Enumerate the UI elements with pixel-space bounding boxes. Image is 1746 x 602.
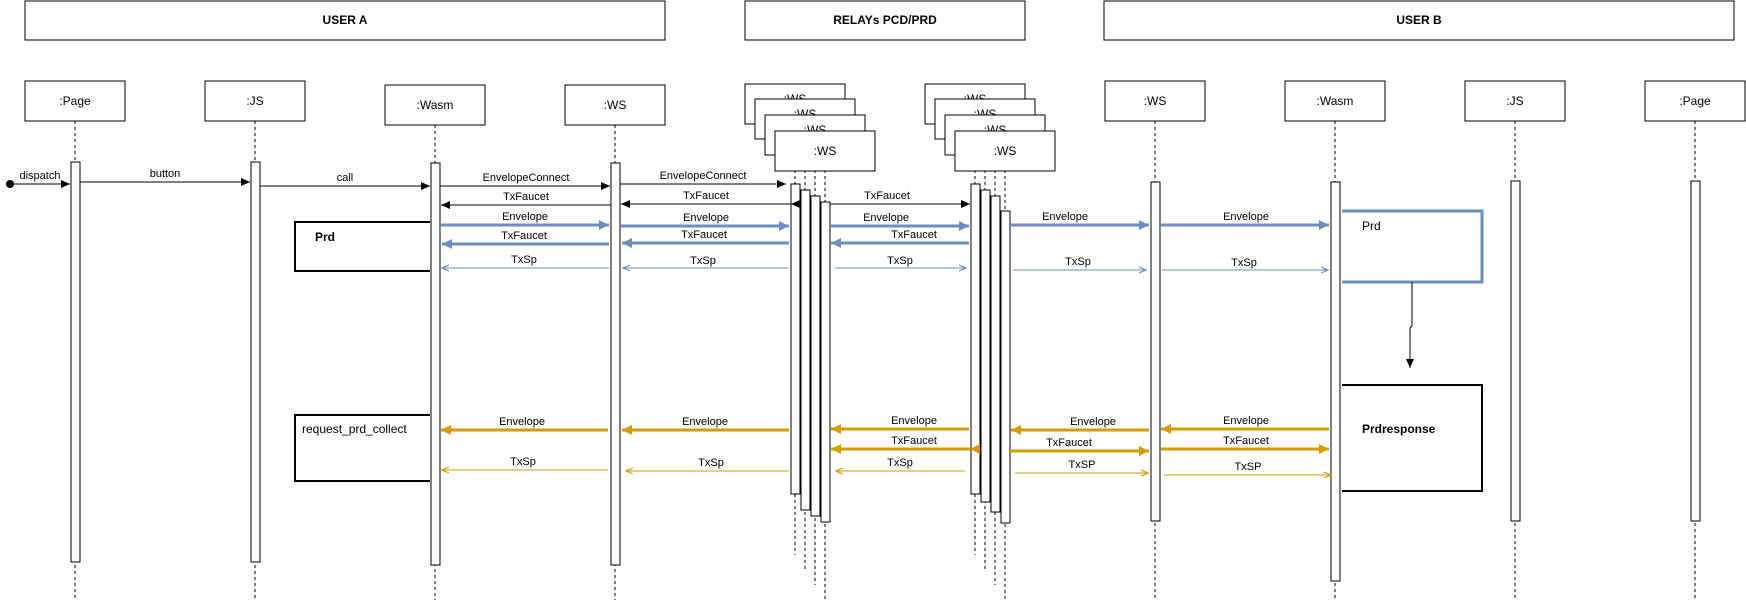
activation-js-b: [1510, 180, 1521, 522]
note-prd-a-label: Prd: [315, 230, 335, 244]
msg-txsp-blue-3-label: TxSp: [887, 255, 913, 267]
msg-txsp-orange-2-label: TxSp: [698, 457, 724, 469]
group-relays: RELAYs PCD/PRD: [744, 0, 1026, 41]
participant-wasm-b-label: :Wasm: [1317, 94, 1354, 108]
msg-txsp-blue-5-label: TxSp: [1231, 257, 1257, 269]
msg-txfaucet-black-1-label: TxFaucet: [503, 191, 549, 203]
group-relays-label: RELAYs PCD/PRD: [833, 13, 937, 27]
participant-page-a: :Page: [24, 80, 126, 122]
msg-button-label: button: [150, 168, 181, 180]
relay-stack-1-label-4: :WS: [814, 144, 837, 158]
msg-txfaucet-blue-3-label: TxFaucet: [891, 229, 937, 241]
blue-messages: Envelope Envelope Envelope Envelope Enve…: [441, 211, 1329, 270]
msg-txsp-blue-4-label: TxSp: [1065, 256, 1091, 268]
activation-relay2-c: [990, 195, 1001, 513]
participant-page-b: :Page: [1644, 80, 1746, 122]
msg-txsp-blue-1-label: TxSp: [511, 254, 537, 266]
activation-js-a: [250, 161, 261, 563]
activation-relay2-d: [1000, 210, 1011, 524]
group-user-b: USER B: [1103, 0, 1735, 41]
participant-ws-a-label: :WS: [604, 98, 627, 112]
participant-wasm-a: :Wasm: [384, 84, 486, 126]
activation-page-b: [1690, 180, 1701, 522]
msg-txfaucet-blue-2-label: TxFaucet: [681, 229, 727, 241]
relay-stack-2-label-4: :WS: [994, 144, 1017, 158]
relay-stack-2: :WS :WS :WS :WS: [924, 83, 1056, 172]
msg-envelope-orange-5-label: Envelope: [1223, 415, 1269, 427]
participant-wasm-b: :Wasm: [1284, 80, 1386, 122]
msg-call-label: call: [337, 172, 354, 184]
note-prdresponse-label: Prdresponse: [1362, 422, 1436, 436]
note-prdresponse: Prdresponse: [1342, 384, 1483, 492]
participant-page-a-label: :Page: [59, 94, 91, 108]
activation-relay1-a: [790, 183, 801, 495]
msg-envelope-blue-4-label: Envelope: [1042, 211, 1088, 223]
msg-txfaucet-black-3-label: TxFaucet: [864, 190, 910, 202]
activation-wasm-b: [1330, 181, 1341, 582]
activation-relay1-d: [820, 201, 831, 523]
note-prd-b-label: Prd: [1362, 219, 1381, 233]
msg-txsp-orange-3-label: TxSp: [887, 457, 913, 469]
note-connector: [1406, 282, 1414, 368]
note-prd-b: Prd: [1342, 209, 1484, 284]
msg-envelope-connect-2-label: EnvelopeConnect: [660, 170, 747, 182]
msg-envelope-blue-2-label: Envelope: [683, 212, 729, 224]
msg-txsp-orange-1-label: TxSp: [510, 456, 536, 468]
msg-dispatch-label: dispatch: [20, 170, 61, 182]
activation-ws-a: [610, 162, 621, 566]
relay-stack-1-box-4: [774, 130, 876, 172]
msg-envelope-orange-3-label: Envelope: [891, 415, 937, 427]
msg-txsp-orange-4-label: TxSP: [1069, 459, 1096, 471]
msg-envelope-orange-4-label: Envelope: [1070, 416, 1116, 428]
msg-envelope-orange-1-label: Envelope: [499, 416, 545, 428]
msg-txfaucet-orange-2-label: TxFaucet: [1046, 437, 1092, 449]
activation-bars: [70, 161, 1701, 582]
relay-stack-1: :WS :WS :WS :WS: [744, 83, 876, 172]
activation-relay1-b: [800, 189, 811, 511]
msg-txfaucet-orange-1-label: TxFaucet: [891, 435, 937, 447]
relay-stack-2-box-4: [954, 130, 1056, 172]
msg-txfaucet-blue-1-label: TxFaucet: [501, 230, 547, 242]
activation-ws-b: [1150, 181, 1161, 522]
activation-relay2-b: [980, 189, 991, 503]
msg-txfaucet-orange-3-label: TxFaucet: [1223, 435, 1269, 447]
participant-ws-b: :WS: [1104, 80, 1206, 122]
msg-envelope-connect-1-label: EnvelopeConnect: [483, 172, 570, 184]
orange-messages: Envelope Envelope Envelope Envelope Enve…: [441, 415, 1331, 475]
msg-envelope-blue-1-label: Envelope: [502, 211, 548, 223]
participant-js-b-label: :JS: [1506, 94, 1523, 108]
group-user-b-label: USER B: [1396, 13, 1442, 27]
participant-js-b: :JS: [1464, 80, 1566, 122]
msg-txfaucet-black-2-label: TxFaucet: [683, 190, 729, 202]
activation-page-a: [70, 161, 81, 563]
participant-page-b-label: :Page: [1679, 94, 1711, 108]
black-messages: dispatch button call EnvelopeConnect Env…: [6, 168, 970, 209]
note-prd-a: Prd: [294, 221, 430, 272]
activation-relay1-c: [810, 195, 821, 517]
activation-wasm-a: [430, 162, 441, 566]
activation-relay2-a: [970, 183, 981, 495]
participant-ws-a: :WS: [564, 84, 666, 126]
msg-txsp-blue-2-label: TxSp: [690, 255, 716, 267]
msg-txsp-orange-5-label: TxSP: [1235, 461, 1262, 473]
participant-js-a: :JS: [204, 80, 306, 122]
group-user-a: USER A: [24, 0, 666, 41]
note-request-prd-collect-label: request_prd_collect: [302, 422, 407, 436]
note-request-prd-collect: request_prd_collect: [294, 414, 430, 482]
msg-envelope-blue-5-label: Envelope: [1223, 211, 1269, 223]
participant-js-a-label: :JS: [246, 94, 263, 108]
msg-envelope-blue-3-label: Envelope: [863, 212, 909, 224]
participant-ws-b-label: :WS: [1144, 94, 1167, 108]
group-user-a-label: USER A: [323, 13, 368, 27]
msg-envelope-orange-2-label: Envelope: [682, 416, 728, 428]
participant-wasm-a-label: :Wasm: [417, 98, 454, 112]
